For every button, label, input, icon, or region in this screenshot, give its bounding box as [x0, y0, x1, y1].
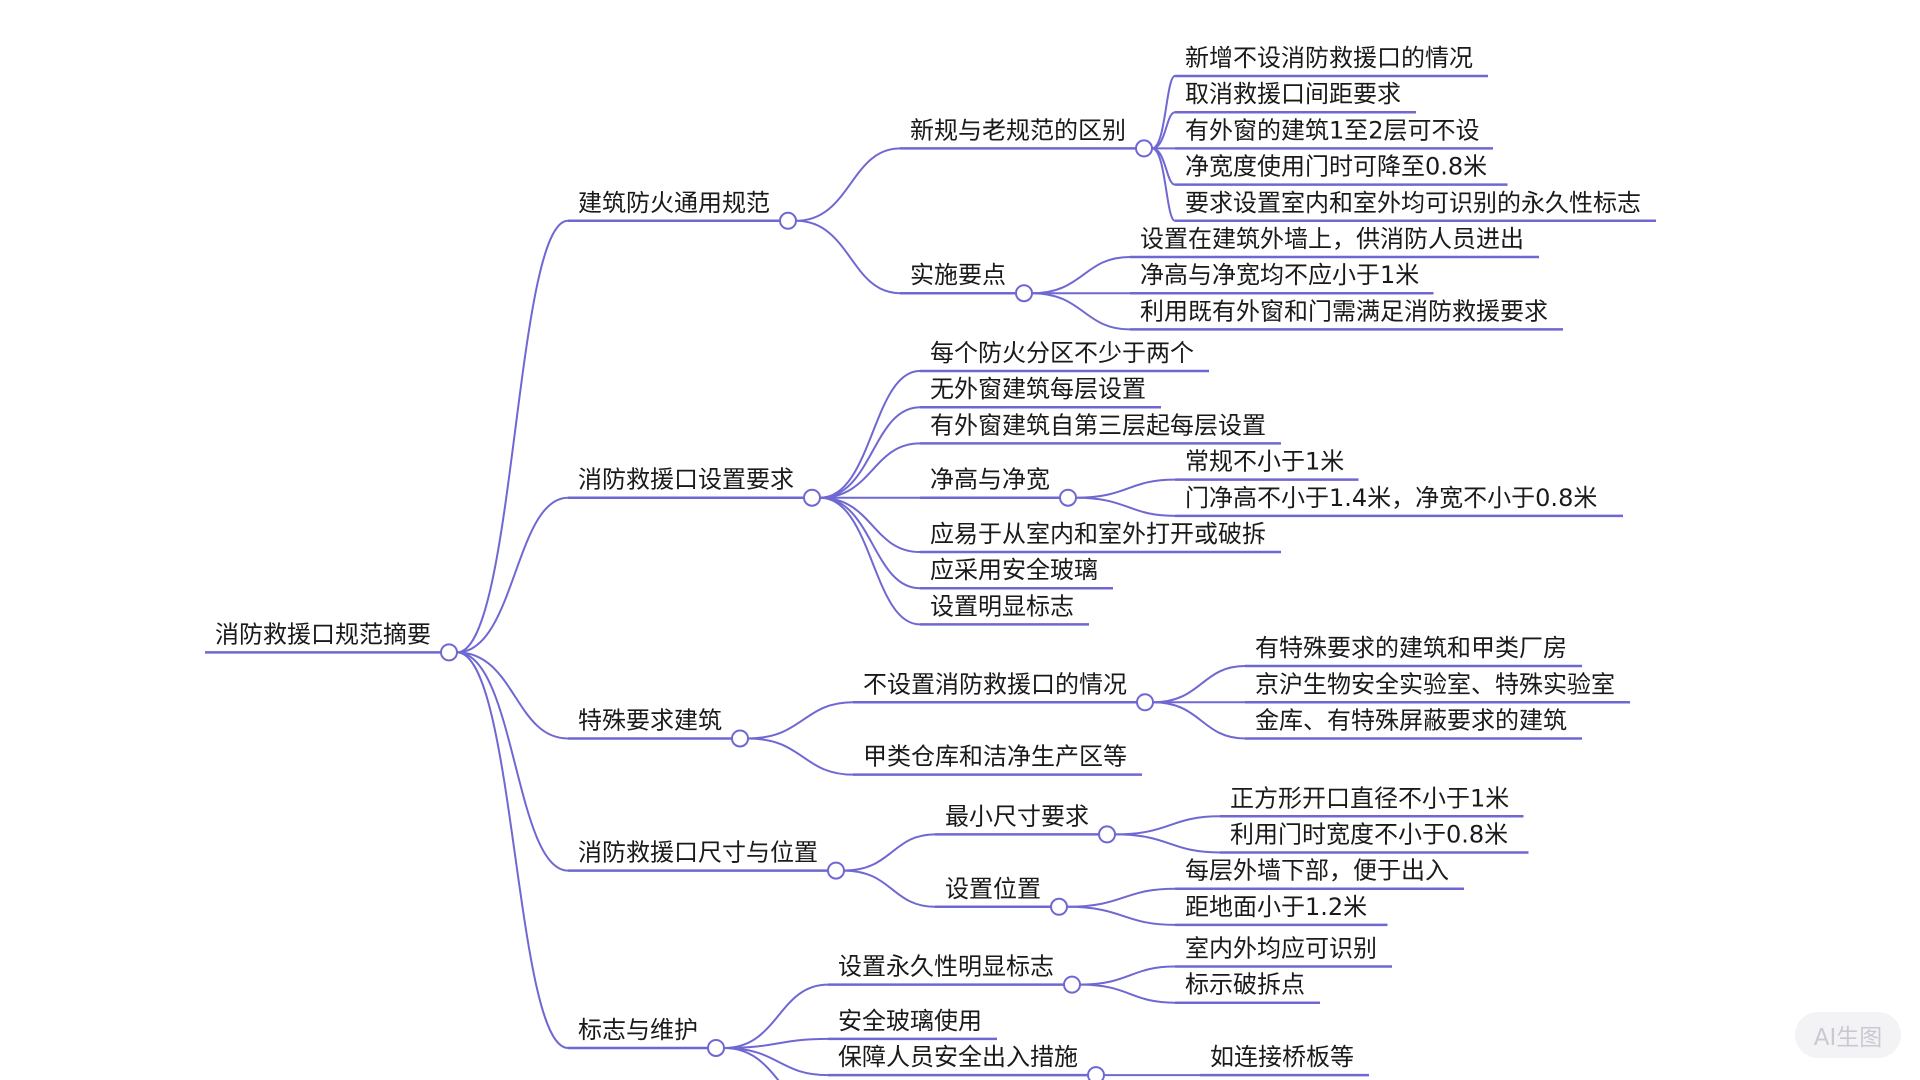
- branch-connector: [843, 833, 936, 872]
- branch-connector: [819, 496, 921, 554]
- node-label: 如连接桥板等: [1210, 1043, 1354, 1071]
- node-label: 不设置消防救援口的情况: [863, 670, 1127, 698]
- branch-connector: [456, 219, 569, 654]
- node-label: 新增不设消防救援口的情况: [1185, 44, 1473, 72]
- collapse-toggle-icon[interactable]: [1135, 139, 1153, 158]
- branch-connector: [1031, 292, 1131, 331]
- branch-connector: [819, 442, 921, 499]
- collapse-toggle-icon[interactable]: [1015, 284, 1033, 303]
- node-label: 设置位置: [945, 875, 1041, 903]
- branch-connector: [723, 1046, 780, 1080]
- node-label: 每个防火分区不少于两个: [930, 339, 1194, 367]
- collapse-toggle-icon[interactable]: [1098, 825, 1116, 844]
- branch-connector: [1066, 905, 1176, 926]
- node-label: 每层外墙下部，便于出入: [1185, 857, 1449, 885]
- branch-connector: [819, 496, 921, 590]
- branch-connector: [819, 406, 921, 499]
- branch-connector: [1114, 815, 1221, 836]
- collapse-toggle-icon[interactable]: [803, 488, 821, 507]
- node-label: 应采用安全玻璃: [930, 556, 1098, 584]
- node-label: 应易于从室内和室外打开或破拆: [930, 520, 1266, 548]
- node-label: 最小尺寸要求: [945, 802, 1089, 830]
- node-label: 有特殊要求的建筑和甲类厂房: [1255, 634, 1567, 662]
- branch-connector: [795, 219, 901, 295]
- branch-connector: [1079, 965, 1176, 986]
- node-label: 利用既有外窗和门需满足消防救援要求: [1140, 297, 1548, 325]
- node-label: 安全玻璃使用: [838, 1007, 982, 1035]
- branch-connector: [747, 701, 854, 740]
- collapse-toggle-icon[interactable]: [1136, 693, 1154, 712]
- node-label: 甲类仓库和洁净生产区等: [863, 743, 1127, 771]
- node-label: 保障人员安全出入措施: [838, 1043, 1078, 1071]
- branch-connector: [1075, 496, 1176, 517]
- branch-connector: [1152, 701, 1246, 740]
- node-label: 距地面小于1.2米: [1185, 893, 1367, 921]
- collapse-toggle-icon[interactable]: [1050, 897, 1068, 916]
- branch-connector: [1066, 887, 1176, 908]
- node-label: 正方形开口直径不小于1米: [1230, 784, 1509, 812]
- node-label: 有外窗建筑自第三层起每层设置: [930, 411, 1266, 439]
- node-label: 无外窗建筑每层设置: [930, 375, 1146, 403]
- node-label: 设置在建筑外墙上，供消防人员进出: [1140, 225, 1524, 253]
- branch-connector: [1031, 256, 1131, 295]
- node-label: 净宽度使用门时可降至0.8米: [1185, 153, 1487, 181]
- collapse-toggle-icon[interactable]: [1063, 975, 1081, 994]
- branch-connector: [843, 869, 936, 908]
- branch-connector: [1114, 833, 1221, 854]
- branch-connector: [456, 651, 569, 872]
- node-label: 建筑防火通用规范: [578, 189, 770, 217]
- branch-connector: [456, 651, 569, 1049]
- node-label: 设置永久性明显标志: [838, 953, 1054, 981]
- node-label: 新规与老规范的区别: [910, 116, 1126, 144]
- collapse-toggle-icon[interactable]: [731, 729, 749, 748]
- branch-connector: [723, 1046, 829, 1077]
- node-label: 实施要点: [910, 261, 1006, 289]
- node-label: 消防救援口尺寸与位置: [578, 839, 818, 867]
- node-label: 消防救援口设置要求: [578, 466, 794, 494]
- node-label: 取消救援口间距要求: [1185, 80, 1401, 108]
- node-label: 标志与维护: [578, 1016, 698, 1044]
- collapse-toggle-icon[interactable]: [1059, 488, 1077, 507]
- branch-connector: [747, 737, 854, 776]
- branch-connector: [795, 147, 901, 222]
- branch-connector: [723, 983, 829, 1049]
- branch-connector: [819, 370, 921, 499]
- node-label: 有外窗的建筑1至2层可不设: [1185, 116, 1480, 144]
- collapse-toggle-icon[interactable]: [440, 643, 458, 662]
- collapse-toggle-icon[interactable]: [779, 211, 797, 230]
- branch-connector: [1151, 147, 1176, 222]
- node-label: 设置明显标志: [930, 592, 1074, 620]
- node-label: 净高与净宽: [930, 466, 1050, 494]
- node-label: 门净高不小于1.4米，净宽不小于0.8米: [1185, 484, 1597, 512]
- node-label: 净高与净宽均不应小于1米: [1140, 261, 1419, 289]
- node-label: 利用门时宽度不小于0.8米: [1230, 820, 1508, 848]
- node-label: 要求设置室内和室外均可识别的永久性标志: [1185, 189, 1641, 217]
- branch-connector: [1152, 665, 1246, 704]
- branch-connector: [1075, 478, 1176, 499]
- node-label: 常规不小于1米: [1185, 448, 1344, 476]
- collapse-toggle-icon[interactable]: [707, 1038, 725, 1057]
- branch-connector: [1151, 111, 1176, 150]
- node-label: 特殊要求建筑: [578, 706, 722, 734]
- root-node-label: 消防救援口规范摘要: [215, 620, 431, 648]
- collapse-toggle-icon[interactable]: [1087, 1066, 1105, 1080]
- branch-connector: [1079, 983, 1176, 1004]
- node-label: 室内外均应可识别: [1185, 935, 1377, 963]
- branch-connector: [819, 496, 921, 626]
- node-label: 金库、有特殊屏蔽要求的建筑: [1255, 706, 1567, 734]
- branch-connector: [456, 651, 569, 740]
- collapse-toggle-icon[interactable]: [827, 861, 845, 880]
- branch-connector: [456, 496, 569, 654]
- ai-watermark-badge: AI生图: [1795, 1012, 1901, 1058]
- node-label: 标示破拆点: [1185, 971, 1305, 999]
- branch-connector: [723, 1037, 829, 1049]
- node-label: 京沪生物安全实验室、特殊实验室: [1255, 670, 1615, 698]
